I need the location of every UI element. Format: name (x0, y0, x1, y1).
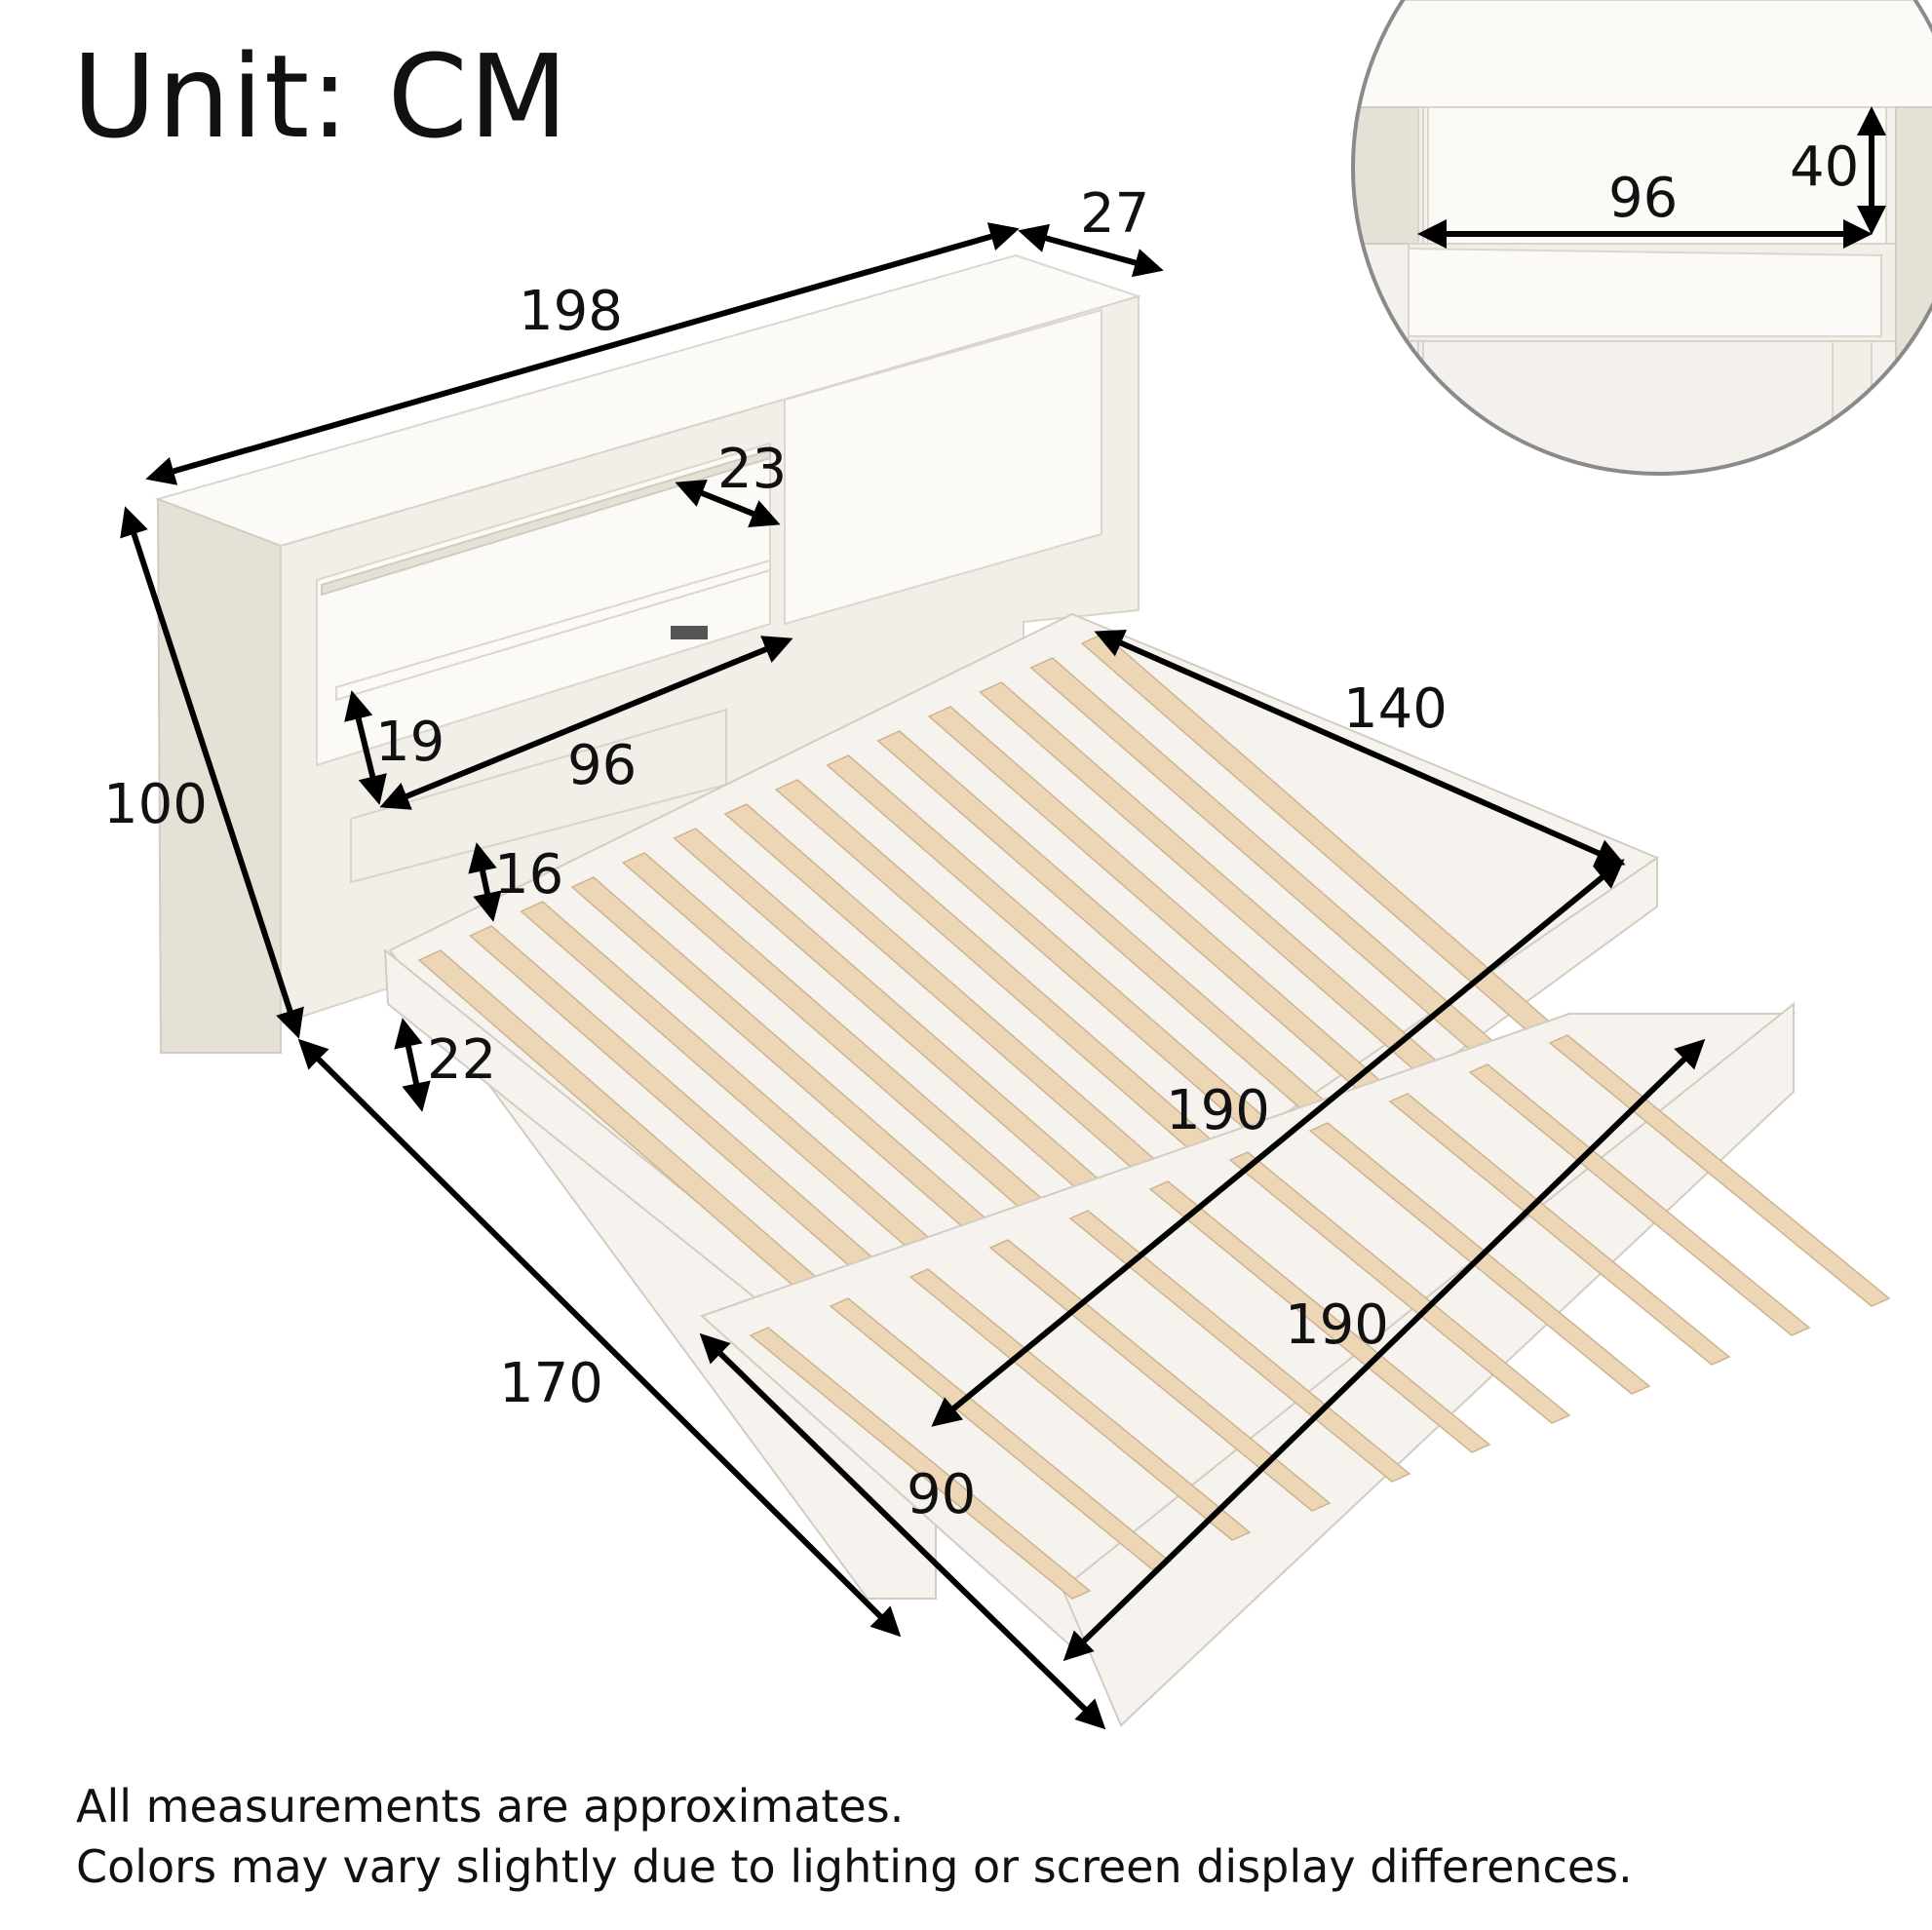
dim-line-leg-height (394, 1018, 431, 1112)
dim-label-leg-height: 22 (427, 1028, 496, 1092)
inset-detail (1351, 0, 1932, 476)
dim-line-headboard-depth (1018, 223, 1164, 278)
dim-label-inset-height: 40 (1790, 135, 1859, 199)
dim-label-trundle-length: 190 (1285, 1293, 1389, 1357)
dim-label-headboard-depth: 27 (1080, 182, 1149, 246)
dim-line-shelf-height (344, 690, 387, 805)
dim-label-headboard-width: 198 (519, 280, 623, 343)
dimension-labels: 198 27 100 23 19 96 16 22 140 190 190 90… (103, 135, 1859, 1526)
dim-line-headboard-height (120, 506, 304, 1039)
dim-label-trundle-width: 90 (907, 1463, 976, 1526)
dim-line-overall-depth (297, 1038, 902, 1638)
dim-label-rail-height: 16 (494, 843, 563, 907)
dim-label-bed-width: 140 (1343, 677, 1448, 741)
dim-line-bed-width (1094, 629, 1626, 868)
dim-label-shelf-height: 19 (375, 711, 444, 774)
dim-label-bed-length: 190 (1166, 1079, 1270, 1142)
footer-note-approximate: All measurements are approximates. (76, 1780, 905, 1833)
dim-label-shelf-width: 96 (567, 734, 637, 797)
dim-line-shelf-width (379, 636, 793, 810)
dim-line-rail-height (468, 842, 502, 922)
dim-line-trundle-length (1063, 1038, 1706, 1662)
unit-title: Unit: CM (72, 29, 569, 164)
dim-line-shelf-depth (675, 480, 781, 527)
footer-notes: All measurements are approximates. Color… (76, 1776, 1633, 1897)
usb-port-icon (671, 626, 708, 639)
dim-line-headboard-width (145, 222, 1020, 485)
inset-circle-border (1351, 0, 1932, 476)
dim-label-inset-width: 96 (1608, 167, 1678, 230)
dimension-lines (120, 106, 1886, 1730)
footer-note-colors: Colors may vary slightly due to lighting… (76, 1840, 1633, 1893)
dim-label-headboard-height: 100 (103, 773, 208, 836)
dim-label-overall-depth: 170 (499, 1352, 603, 1415)
dim-label-shelf-depth: 23 (717, 438, 787, 501)
